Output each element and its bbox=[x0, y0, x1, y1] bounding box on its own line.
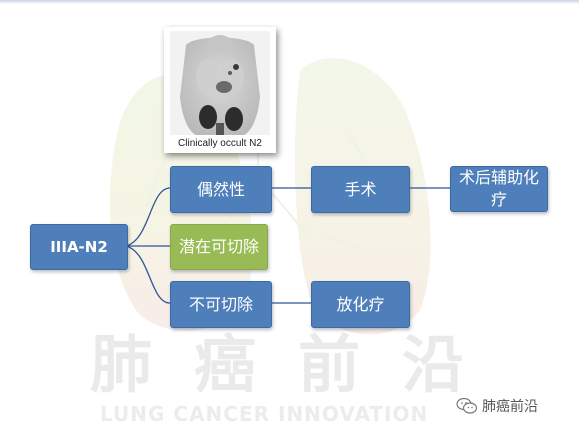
connector-root-to-unresectable bbox=[125, 245, 171, 304]
brand-badge: 肺癌前沿 bbox=[456, 396, 538, 416]
pet-scan-caption: Clinically occult N2 bbox=[178, 138, 262, 149]
node-surgery: 手术 bbox=[311, 166, 410, 213]
brand-label: 肺癌前沿 bbox=[482, 399, 538, 415]
top-rule bbox=[0, 0, 579, 4]
node-surgery-label: 手术 bbox=[344, 179, 377, 199]
pet-scan-figure bbox=[170, 31, 270, 135]
node-incidental: 偶然性 bbox=[170, 166, 272, 213]
node-stage-iiia-n2-label: IIIA-N2 bbox=[50, 238, 108, 256]
node-unresectable: 不可切除 bbox=[170, 281, 272, 328]
node-potentially-resectable-label: 潜在可切除 bbox=[178, 237, 259, 256]
node-incidental-label: 偶然性 bbox=[196, 179, 245, 199]
node-chemoradiation: 放化疗 bbox=[311, 281, 410, 328]
connector-root-to-incidental bbox=[125, 187, 171, 247]
wechat-icon bbox=[456, 397, 478, 414]
pet-scan-image: Clinically occult N2 bbox=[164, 27, 276, 153]
node-adjuvant-chemotherapy-label: 术后辅助化疗 bbox=[458, 168, 539, 209]
watermark-chinese: 肺癌前沿 bbox=[90, 328, 507, 401]
node-unresectable-label: 不可切除 bbox=[188, 294, 253, 314]
node-potentially-resectable: 潜在可切除 bbox=[170, 224, 268, 270]
node-stage-iiia-n2: IIIA-N2 bbox=[30, 224, 128, 270]
watermark-english: LUNG CANCER INNOVATION bbox=[100, 402, 429, 426]
node-chemoradiation-label: 放化疗 bbox=[336, 294, 385, 314]
node-adjuvant-chemotherapy: 术后辅助化疗 bbox=[450, 166, 548, 212]
